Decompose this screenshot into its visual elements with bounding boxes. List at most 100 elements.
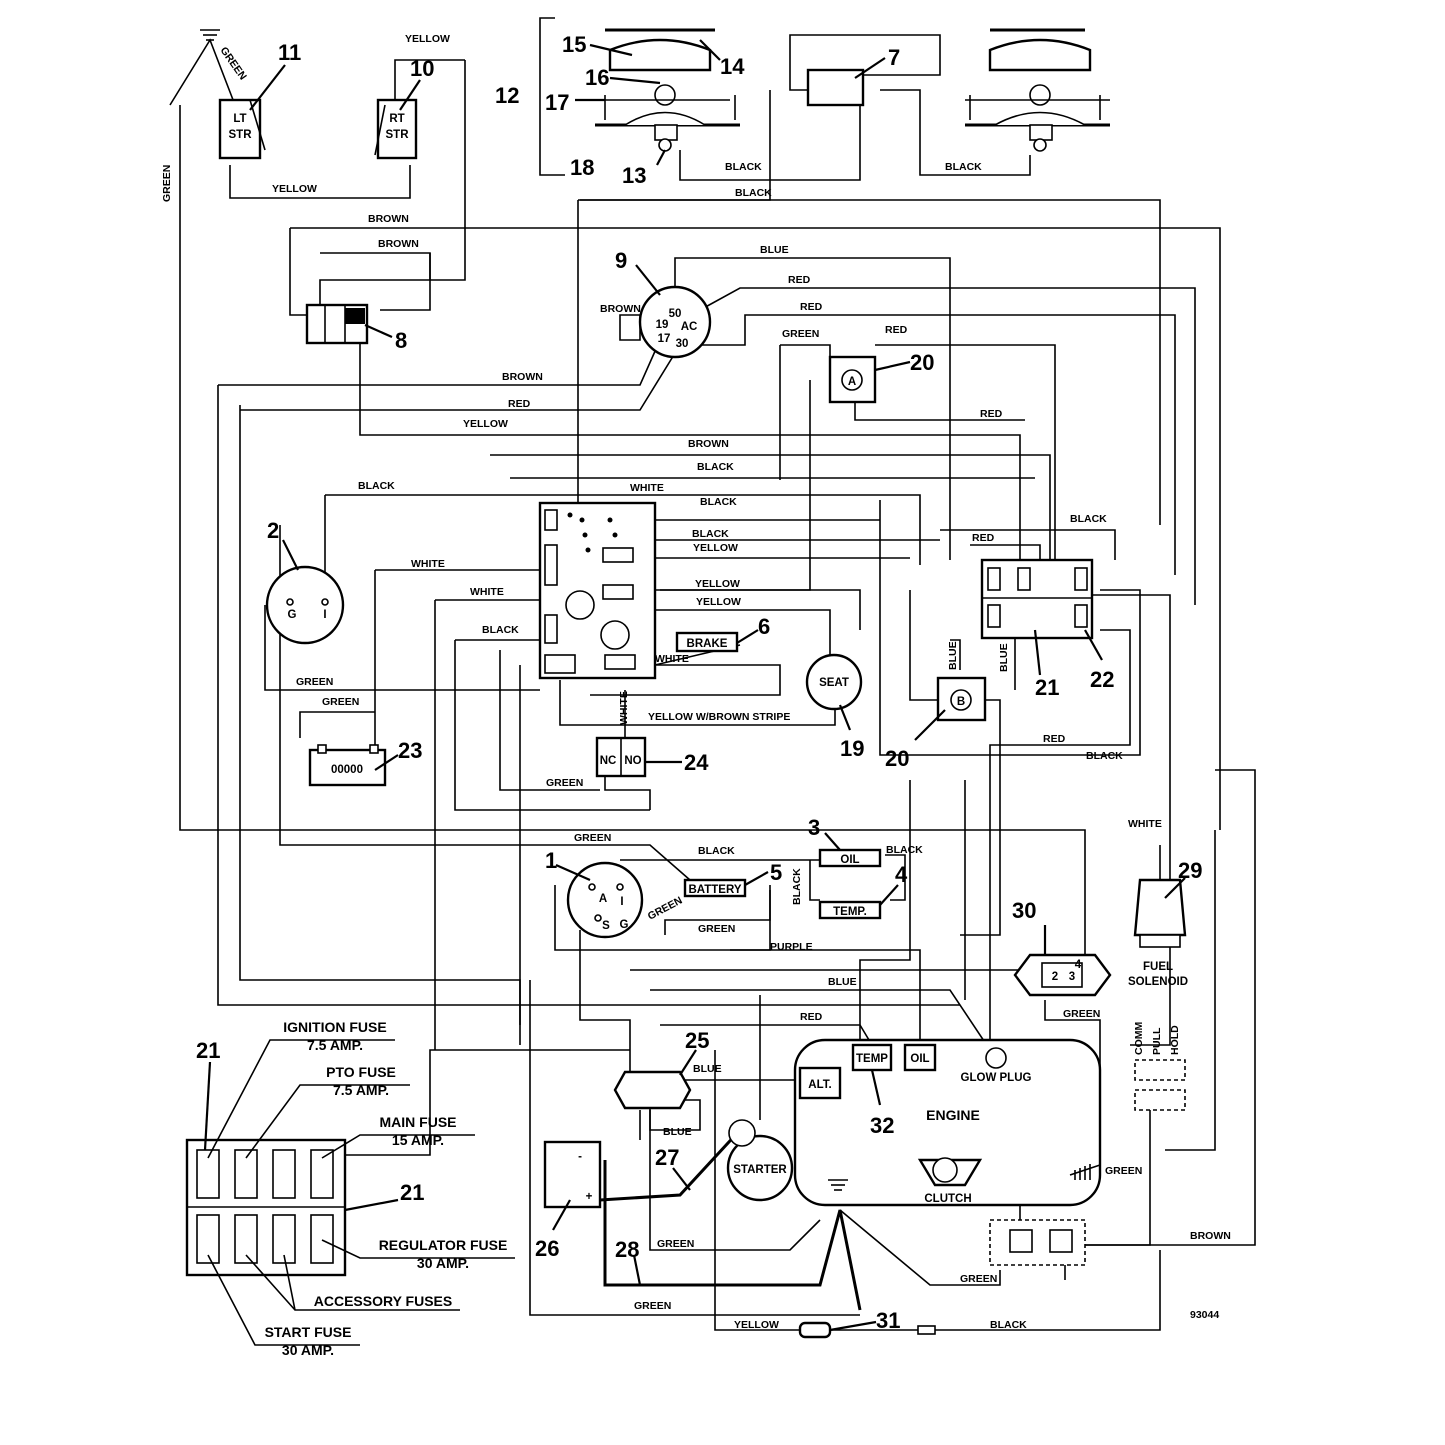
svg-text:GREEN: GREEN — [960, 1273, 997, 1285]
callout-32: 32 — [870, 1113, 894, 1138]
callout-17: 17 — [545, 90, 569, 115]
svg-text:G: G — [288, 609, 297, 621]
svg-text:30 AMP.: 30 AMP. — [282, 1342, 334, 1358]
callout-15: 15 — [562, 32, 586, 57]
wire-labels: YELLOW GREEN GREEN YELLOW BLACK BLACK BL… — [161, 33, 1231, 1331]
svg-text:B: B — [957, 696, 965, 708]
callout-28: 28 — [615, 1237, 639, 1262]
svg-text:G: G — [620, 919, 629, 931]
svg-text:PULL: PULL — [1151, 1027, 1163, 1055]
svg-text:NC: NC — [600, 755, 617, 767]
svg-text:CLUTCH: CLUTCH — [924, 1193, 971, 1205]
svg-text:STR: STR — [229, 129, 253, 141]
svg-text:YELLOW: YELLOW — [272, 183, 317, 195]
callout-14: 14 — [720, 54, 745, 79]
svg-text:A: A — [848, 376, 856, 388]
relay-block-21-22 — [980, 558, 1094, 640]
fuel-solenoid: FUEL SOLENOID COMM PULL HOLD — [1128, 845, 1188, 1111]
svg-text:BLUE: BLUE — [760, 244, 789, 256]
svg-text:+: + — [586, 1191, 593, 1203]
interlock-module — [538, 501, 657, 680]
svg-text:BLACK: BLACK — [698, 845, 735, 857]
callout-26: 26 — [535, 1236, 559, 1261]
svg-text:00000: 00000 — [331, 764, 363, 776]
svg-text:STR: STR — [386, 129, 410, 141]
callout-21a: 21 — [1035, 675, 1059, 700]
callout-22: 22 — [1090, 667, 1114, 692]
svg-text:BLACK: BLACK — [700, 496, 737, 508]
callout-31: 31 — [876, 1308, 900, 1333]
svg-text:GREEN: GREEN — [646, 895, 685, 923]
svg-text:A: A — [599, 893, 607, 905]
svg-text:FUEL: FUEL — [1143, 961, 1173, 973]
svg-text:WHITE: WHITE — [630, 482, 664, 494]
voltage-regulator-30: 2 3 4 — [1013, 953, 1112, 997]
pto-switch-nc-no: NC NO — [595, 736, 647, 778]
callout-12: 12 — [495, 83, 519, 108]
callout-29: 29 — [1178, 858, 1202, 883]
svg-text:S: S — [602, 920, 610, 932]
svg-text:SOLENOID: SOLENOID — [1128, 976, 1188, 988]
svg-text:-: - — [578, 1151, 582, 1163]
svg-text:BLACK: BLACK — [791, 868, 803, 905]
svg-text:RED: RED — [980, 408, 1003, 420]
svg-text:BROWN: BROWN — [600, 303, 641, 315]
brake-switch: BRAKE — [675, 631, 739, 653]
svg-text:YELLOW W/BROWN STRIPE: YELLOW W/BROWN STRIPE — [648, 711, 790, 723]
svg-text:RED: RED — [1043, 733, 1066, 745]
svg-text:19: 19 — [656, 319, 669, 331]
svg-text:STARTER: STARTER — [733, 1164, 787, 1176]
svg-text:BLUE: BLUE — [828, 976, 857, 988]
svg-text:BLACK: BLACK — [886, 844, 923, 856]
relay-b: B — [936, 676, 987, 722]
callout-21c: 21 — [400, 1180, 424, 1205]
svg-text:YELLOW: YELLOW — [693, 542, 738, 554]
svg-text:30 AMP.: 30 AMP. — [417, 1255, 469, 1271]
battery: - + — [543, 1140, 602, 1209]
svg-text:GREEN: GREEN — [634, 1300, 671, 1312]
callout-numbers: 15 14 16 12 17 18 13 7 11 10 8 9 20 2 6 … — [196, 32, 1202, 1333]
svg-text:TEMP: TEMP — [856, 1053, 888, 1065]
svg-text:AC: AC — [681, 321, 698, 333]
svg-text:4: 4 — [1075, 959, 1082, 971]
svg-text:WHITE: WHITE — [655, 653, 689, 665]
svg-text:BATTERY: BATTERY — [688, 884, 741, 896]
svg-text:BRAKE: BRAKE — [687, 638, 728, 650]
svg-text:BROWN: BROWN — [368, 213, 409, 225]
callout-7: 7 — [888, 45, 900, 70]
svg-text:RED: RED — [885, 324, 908, 336]
svg-text:COMM: COMM — [1133, 1022, 1145, 1055]
pto-fuse-label: PTO FUSE — [326, 1064, 396, 1080]
svg-text:BLACK: BLACK — [1086, 750, 1123, 762]
rectifier-25 — [613, 1070, 692, 1110]
relay-a: A — [828, 355, 877, 404]
svg-text:I: I — [620, 896, 623, 908]
svg-text:YELLOW: YELLOW — [695, 578, 740, 590]
right-turn-signal-module: RT STR — [374, 98, 418, 160]
light-switch — [806, 68, 865, 107]
svg-text:BLUE: BLUE — [998, 643, 1010, 672]
battery-indicator: BATTERY — [683, 878, 747, 898]
callout-10: 10 — [410, 56, 434, 81]
fuse-legend: IGNITION FUSE 7.5 AMP. PTO FUSE 7.5 AMP.… — [265, 1019, 508, 1358]
svg-text:YELLOW: YELLOW — [463, 418, 508, 430]
callout-16: 16 — [585, 65, 609, 90]
ignition-key-switch: 50 19 AC 17 30 — [638, 285, 712, 359]
svg-text:RED: RED — [788, 274, 811, 286]
svg-text:BLACK: BLACK — [482, 624, 519, 636]
svg-text:YELLOW: YELLOW — [734, 1319, 779, 1331]
svg-text:50: 50 — [669, 308, 682, 320]
callout-18: 18 — [570, 155, 594, 180]
temp-light: TEMP. — [818, 900, 882, 920]
start-fuse-label: START FUSE — [265, 1324, 352, 1340]
svg-text:BLUE: BLUE — [693, 1063, 722, 1075]
callout-13: 13 — [622, 163, 646, 188]
callout-23: 23 — [398, 738, 422, 763]
svg-text:3: 3 — [1069, 971, 1075, 983]
hour-meter: 00000 — [308, 744, 387, 787]
svg-text:BLACK: BLACK — [692, 528, 729, 540]
svg-text:LT: LT — [233, 113, 246, 125]
callout-8: 8 — [395, 328, 407, 353]
svg-text:7.5 AMP.: 7.5 AMP. — [333, 1082, 389, 1098]
